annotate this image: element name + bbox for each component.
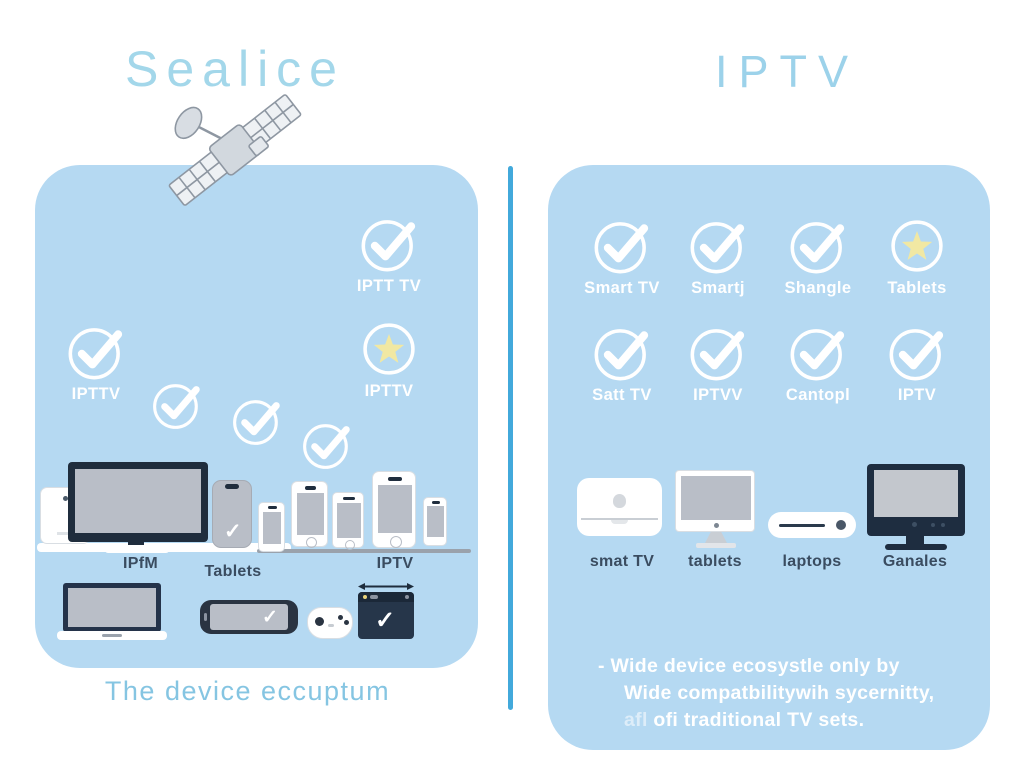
dark-tv-neck [906, 536, 924, 545]
laptop-base [57, 631, 167, 640]
device-label-phone: Tablets [204, 563, 262, 580]
phone-check-device: ✓ [212, 480, 252, 548]
iptv-notes: - Wide device ecosystle only by Wide com… [598, 653, 978, 734]
phone-small-2 [423, 497, 447, 546]
tv-stand-neck [128, 539, 144, 547]
badge-label: Smartj [691, 279, 745, 297]
double-arrow-icon [358, 583, 414, 590]
floating-check-3 [300, 418, 354, 472]
check-icon [358, 213, 420, 275]
phone-3 [332, 492, 364, 550]
laptop-closed-device [577, 478, 662, 536]
floating-check-2 [230, 394, 284, 448]
badge-iptvv: IPTVV [670, 322, 766, 405]
title-satellite: Sealice [125, 41, 345, 97]
monitor-base [696, 543, 736, 548]
badge-label: IPTTV [364, 382, 414, 400]
laptop-device [63, 583, 161, 632]
check-icon [687, 215, 749, 277]
note-line-1: - Wide device ecosystle only by [598, 655, 900, 677]
badge-label: IPTVV [693, 386, 743, 404]
badge-cantopl: Cantopl [770, 322, 866, 405]
note-line-3-dim: afl [624, 709, 648, 731]
badge-smart-tv: Smart TV [574, 215, 670, 298]
left-caption: The device eccuptum [104, 676, 391, 706]
check-icon [65, 321, 127, 383]
device-label-2: laptops [782, 553, 842, 570]
star-icon [886, 215, 948, 277]
check-icon [787, 215, 849, 277]
badge-label: IPTTV [71, 385, 121, 403]
tv-device [68, 462, 208, 542]
tv-stand-base [105, 545, 169, 553]
iptv-panel: Smart TV Smartj Shangle Tablets Satt TV … [548, 165, 990, 750]
check-icon [886, 322, 948, 384]
check-icon [787, 322, 849, 384]
badge-ipttv-star: IPTTV [341, 318, 437, 401]
device-label-1: tablets [688, 553, 742, 570]
star-icon [358, 318, 420, 380]
badge-label: Satt TV [592, 386, 652, 404]
game-controller-device [307, 607, 353, 639]
device-label-tv: IPfM [123, 555, 158, 572]
badge-label: Cantopl [785, 386, 851, 404]
phone-2 [291, 481, 328, 548]
badge-shangle: Shangle [770, 215, 866, 298]
monitor-device [675, 470, 755, 532]
badge-ipttv-left: IPTTV [48, 321, 144, 404]
badge-label: Smart TV [584, 279, 660, 297]
phone-small-1 [258, 502, 285, 552]
check-icon [150, 378, 204, 432]
device-shelf-line [257, 549, 471, 553]
check-icon [687, 322, 749, 384]
badge-label: Tablets [887, 279, 947, 297]
check-icon [300, 418, 354, 472]
title-iptv: IPTV [714, 46, 860, 97]
dark-tv-base [885, 544, 947, 550]
monitor-stand [704, 532, 728, 545]
phone-landscape-device: ✓ [200, 600, 298, 634]
device-label-3: Ganales [882, 553, 948, 570]
badge-label: IPTT TV [356, 277, 422, 295]
note-line-2: Wide compatbilitywih sycernitty, [624, 682, 935, 704]
phone-large [372, 471, 416, 548]
satellite-panel: IPTT TV IPTTV IPTTV ✓ [35, 165, 478, 668]
check-icon [591, 215, 653, 277]
badge-label: IPTV [897, 386, 937, 404]
device-label-phones: IPTV [376, 555, 414, 572]
badge-satt-tv: Satt TV [574, 322, 670, 405]
badge-iptv: IPTV [869, 322, 965, 405]
check-icon [591, 322, 653, 384]
badge-label: Shangle [784, 279, 852, 297]
badge-ipttv-top: IPTT TV [341, 213, 437, 296]
panel-divider [508, 166, 513, 710]
check-icon [230, 394, 284, 448]
floating-check-1 [150, 378, 204, 432]
device-label-0: smat TV [589, 553, 655, 570]
satellite-illustration [168, 94, 302, 206]
browser-check-device: ✓ [358, 592, 414, 639]
note-line-3-rest: ofi traditional TV sets. [653, 709, 865, 731]
badge-smartj: Smartj [670, 215, 766, 298]
dark-tv-device [867, 464, 965, 536]
badge-tablets-star: Tablets [869, 215, 965, 298]
note-line-3: afl ofi traditional TV sets. [598, 707, 978, 734]
console-box-device [768, 512, 856, 538]
